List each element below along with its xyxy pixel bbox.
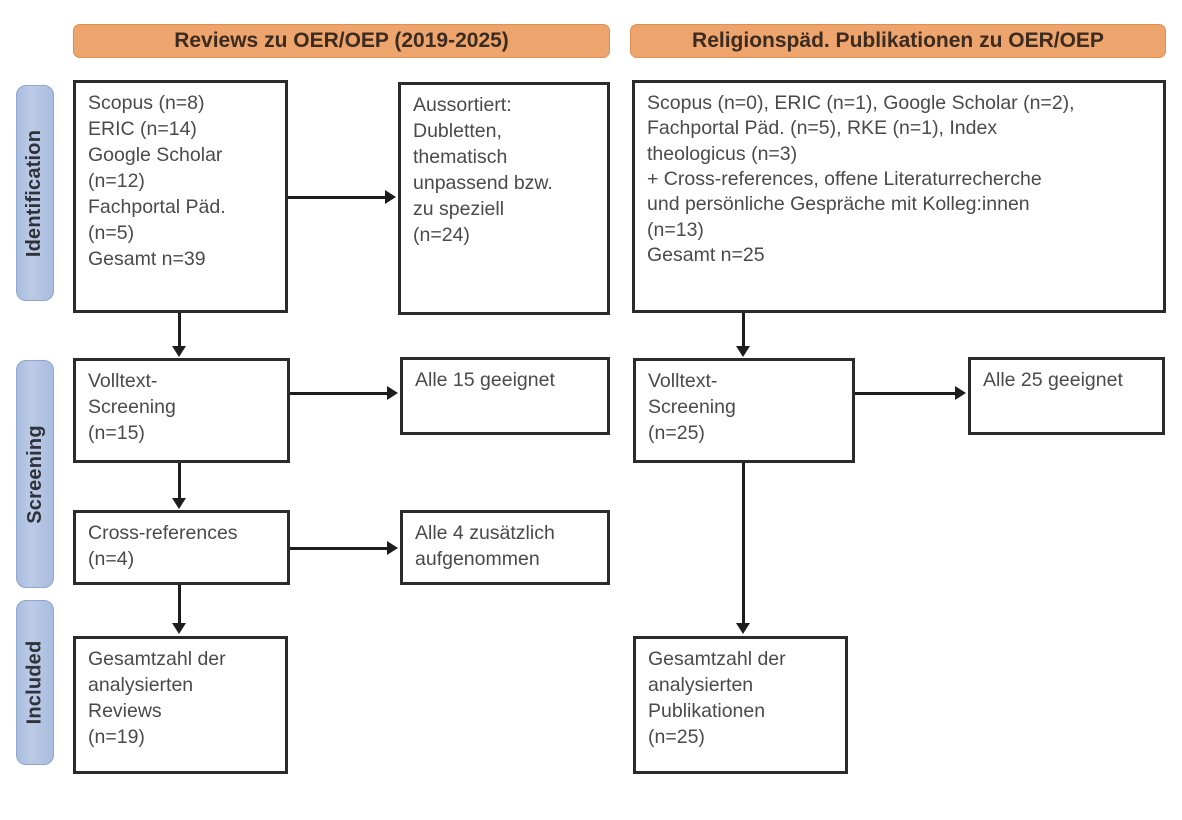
stage-bar-screening: Screening (16, 360, 54, 588)
connector-right-sources-to-fulltext (742, 313, 745, 346)
connector-left-crossrefs-to-included (178, 585, 181, 623)
arrowhead-left-sources-to-fulltext (172, 346, 186, 357)
box-left-crossrefs-result: Alle 4 zusätzlich aufgenommen (400, 510, 610, 585)
column-header-publications-label: Religionspäd. Publikationen zu OER/OEP (692, 29, 1104, 52)
stage-label-screening: Screening (23, 424, 46, 524)
stage-label-identification: Identification (23, 129, 46, 257)
column-header-reviews-label: Reviews zu OER/OEP (2019-2025) (174, 29, 509, 52)
box-left-sources: Scopus (n=8) ERIC (n=14) Google Scholar … (73, 80, 288, 313)
box-left-excluded: Aussortiert: Dubletten, thematisch unpas… (398, 82, 610, 315)
column-header-publications: Religionspäd. Publikationen zu OER/OEP (630, 24, 1166, 58)
connector-left-fulltext-to-result (290, 392, 387, 395)
arrowhead-right-fulltext-to-included (736, 623, 750, 634)
connector-left-fulltext-to-crossrefs (178, 463, 181, 498)
arrowhead-left-crossrefs-to-result (387, 541, 398, 555)
box-left-fulltext-screening: Volltext- Screening (n=15) (73, 358, 290, 463)
connector-left-crossrefs-to-result (290, 547, 387, 550)
arrowhead-left-crossrefs-to-included (172, 623, 186, 634)
arrowhead-left-sources-to-excluded (385, 190, 396, 204)
box-right-fulltext-screening: Volltext- Screening (n=25) (633, 358, 855, 463)
box-right-sources: Scopus (n=0), ERIC (n=1), Google Scholar… (632, 80, 1166, 313)
arrowhead-left-fulltext-to-result (387, 386, 398, 400)
box-left-included: Gesamtzahl der analysierten Reviews (n=1… (73, 636, 288, 774)
box-left-crossrefs: Cross-references (n=4) (73, 510, 290, 585)
stage-label-included: Included (23, 640, 46, 725)
box-right-fulltext-result: Alle 25 geeignet (968, 357, 1165, 435)
column-header-reviews: Reviews zu OER/OEP (2019-2025) (73, 24, 610, 58)
box-left-fulltext-result: Alle 15 geeignet (400, 357, 610, 435)
connector-left-sources-to-excluded (288, 196, 385, 199)
connector-right-fulltext-to-result (855, 392, 955, 395)
connector-left-sources-to-fulltext (178, 313, 181, 346)
connector-right-fulltext-to-included (742, 463, 745, 623)
box-right-included: Gesamtzahl der analysierten Publikatione… (633, 636, 848, 774)
arrowhead-right-fulltext-to-result (955, 386, 966, 400)
arrowhead-left-fulltext-to-crossrefs (172, 498, 186, 509)
stage-bar-included: Included (16, 600, 54, 765)
stage-bar-identification: Identification (16, 85, 54, 301)
arrowhead-right-sources-to-fulltext (736, 346, 750, 357)
